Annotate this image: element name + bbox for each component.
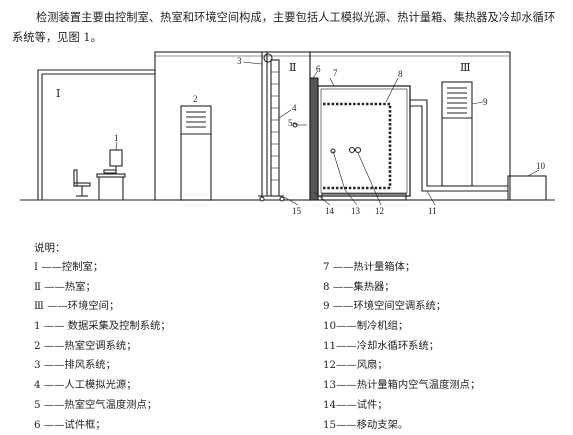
callout-9: 9 (483, 97, 488, 107)
legend-entry-4: 4 ——人工模拟光源； (34, 376, 171, 396)
fan (350, 148, 361, 153)
legend-entry-11: 11——冷却水循环系统； (323, 337, 480, 357)
callout-15: 15 (292, 206, 302, 216)
legend-entry-12: 12——风扇； (323, 356, 480, 376)
office-chair (74, 170, 90, 196)
legend-entry-room-1: Ⅰ ——控制室； (34, 258, 171, 278)
legend-entry-room-3: Ⅲ ——环境空间； (34, 297, 171, 317)
legend-entry-9: 9 ——环境空间空调系统； (323, 297, 480, 317)
specimen-frame (310, 78, 318, 200)
callout-8: 8 (398, 69, 403, 79)
test-apparatus-diagram: Ⅰ Ⅱ Ⅲ 1 2 3 4 5 6 7 8 9 10 11 12 13 14 1… (0, 0, 573, 240)
cooling-water-loop (410, 100, 508, 191)
callout-1: 1 (114, 133, 119, 143)
legend-entry-14: 14——试件； (323, 396, 480, 416)
metering-box-temp-probe (331, 149, 345, 190)
callout-14: 14 (325, 206, 335, 216)
callout-12: 12 (375, 206, 384, 216)
exhaust-and-lamp-stand (258, 52, 284, 201)
legend-entry-5: 5 ——热室空气温度测点； (34, 396, 171, 416)
legend-column-right: 7 ——热计量箱体； 8 ——集热器； 9 ——环境空间空调系统； 10——制冷… (323, 258, 480, 435)
legend-entry-3: 3 ——排风系统； (34, 356, 171, 376)
callout-5: 5 (288, 118, 293, 128)
legend-entry-13: 13——热计量箱内空气温度测点； (323, 376, 480, 396)
legend-title: 说明： (34, 240, 66, 255)
chiller-unit (508, 176, 546, 200)
legend-column-left: Ⅰ ——控制室； Ⅱ ——热室； Ⅲ ——环境空间； 1 —— 数据采集及控制系… (34, 258, 171, 435)
legend-entry-15: 15——移动支架。 (323, 416, 480, 435)
leader-lines (116, 62, 539, 205)
environment-ac-unit (442, 82, 472, 186)
legend-entry-6: 6 ——试件框； (34, 416, 171, 435)
callout-3: 3 (237, 56, 242, 66)
callout-10: 10 (536, 161, 546, 171)
room-label-3: Ⅲ (460, 62, 471, 74)
callout-4: 4 (292, 103, 297, 113)
legend-entry-room-2: Ⅱ ——热室； (34, 278, 171, 298)
hot-room-temp-probe (293, 123, 307, 127)
legend-entry-2: 2 ——热室空调系统； (34, 337, 171, 357)
legend-entry-7: 7 ——热计量箱体； (323, 258, 480, 278)
callout-13: 13 (351, 206, 361, 216)
legend-entry-10: 10——制冷机组； (323, 317, 480, 337)
legend-entry-8: 8 ——集热器； (323, 278, 480, 298)
room-label-1: Ⅰ (56, 88, 60, 100)
legend-entry-1: 1 —— 数据采集及控制系统； (34, 317, 171, 337)
room-label-2: Ⅱ (289, 62, 296, 74)
hot-room-ac-unit (181, 106, 211, 200)
callout-7: 7 (333, 68, 338, 78)
callout-6: 6 (316, 64, 321, 74)
callout-2: 2 (193, 94, 198, 104)
callout-11: 11 (428, 206, 437, 216)
hot-room (155, 52, 310, 200)
control-desk (97, 150, 125, 200)
collector (323, 104, 390, 188)
